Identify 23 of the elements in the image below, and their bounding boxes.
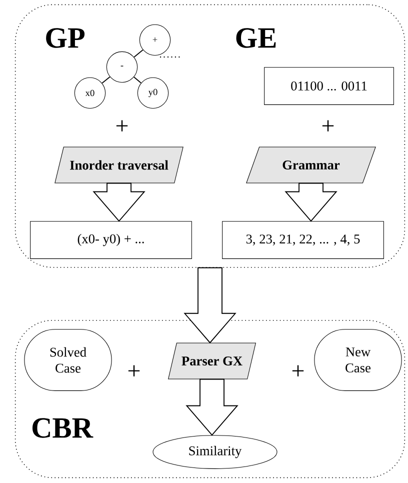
block-arrow [184, 267, 236, 344]
process-parallelogram: Grammar [246, 146, 376, 184]
tree-branch-line [134, 49, 144, 58]
block-arrow [186, 378, 238, 436]
block-arrow [92, 182, 146, 222]
text-box: 3, 23, 21, 22, ... , 4, 5 [222, 221, 384, 259]
tree-branch-line [133, 76, 142, 84]
process-parallelogram: Inorder traversal [54, 146, 184, 184]
block-arrow [284, 182, 338, 222]
case-terminal: Solved Case [24, 329, 112, 391]
plus-sign: + [322, 120, 334, 132]
group-region [14, 320, 406, 478]
group-region [14, 4, 406, 268]
section-heading: GP [46, 28, 85, 48]
text-box: (x0- y0) + ... [30, 221, 192, 259]
tree-branch-line [102, 76, 110, 84]
plus-sign: + [116, 120, 128, 132]
case-terminal: New Case [314, 329, 402, 391]
section-heading: GE [236, 28, 276, 48]
text-box: 01100 ... 0011 [264, 67, 394, 105]
plus-sign: + [128, 365, 140, 376]
section-heading: CBR [32, 418, 94, 438]
plus-sign: + [292, 365, 304, 376]
